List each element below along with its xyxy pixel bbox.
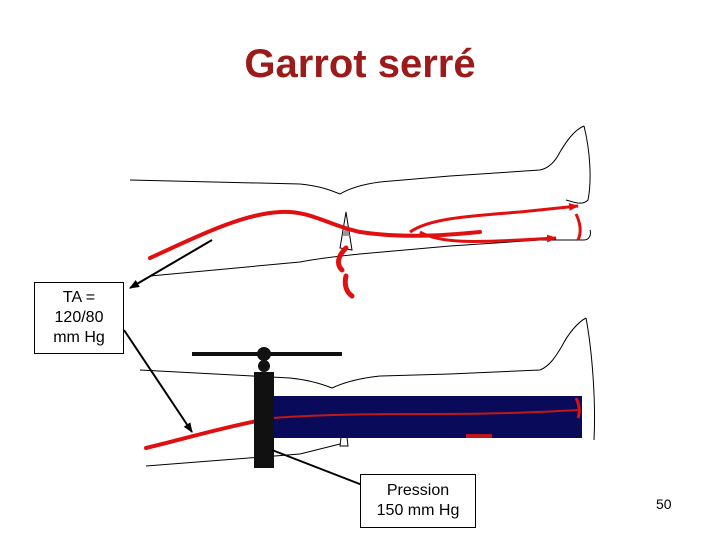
artery-bottom-compressed [271, 409, 581, 419]
tourniquet-device [192, 347, 342, 468]
artery-top-main [148, 209, 482, 260]
blood-pressure-text: TA = 120/80 mm Hg [53, 289, 105, 346]
artery-top-branch-upper [409, 202, 579, 234]
blood-pool [466, 434, 492, 438]
artery-top [148, 202, 582, 299]
artery-top-foot [574, 213, 582, 241]
wound-marker [342, 226, 350, 236]
slide-title: Garrot serré [244, 42, 476, 86]
leg-top-outline-lower [149, 229, 591, 277]
leg-top [129, 125, 591, 277]
leg-bottom-outline-upper [139, 317, 587, 389]
artery-bottom-proximal [144, 418, 264, 450]
blood-pressure-label: TA = 120/80 mm Hg [34, 282, 124, 354]
leg-bottom-outline-heel [585, 317, 596, 441]
arrow-tourniquet-to-pression [271, 449, 371, 489]
artery-top-branch-lower [419, 230, 557, 244]
leg-top-outline-upper [129, 125, 585, 195]
leg-bottom-outline-lower [145, 443, 341, 467]
tourniquet-knob-top [257, 347, 271, 361]
leg-top-outline-heel [565, 125, 591, 204]
artery-bottom-foot [574, 397, 581, 419]
arrow-ta-to-top-artery [129, 239, 213, 289]
cuff-pressure-label: Pression 150 mm Hg [360, 474, 476, 528]
page-number: 50 [656, 496, 672, 512]
cuff-pressure-text: Pression 150 mm Hg [376, 482, 460, 519]
compressed-limb-segment [272, 396, 582, 438]
artery-bottom [144, 418, 264, 450]
tourniquet-column [254, 372, 274, 468]
leg-bottom [139, 317, 596, 467]
bleeding-drop-1 [336, 245, 349, 273]
tourniquet-knob-bottom [258, 360, 270, 372]
bleeding-drop-2 [342, 273, 355, 299]
pointer-arrows [123, 239, 371, 489]
arrow-ta-to-bottom-artery [123, 329, 193, 433]
